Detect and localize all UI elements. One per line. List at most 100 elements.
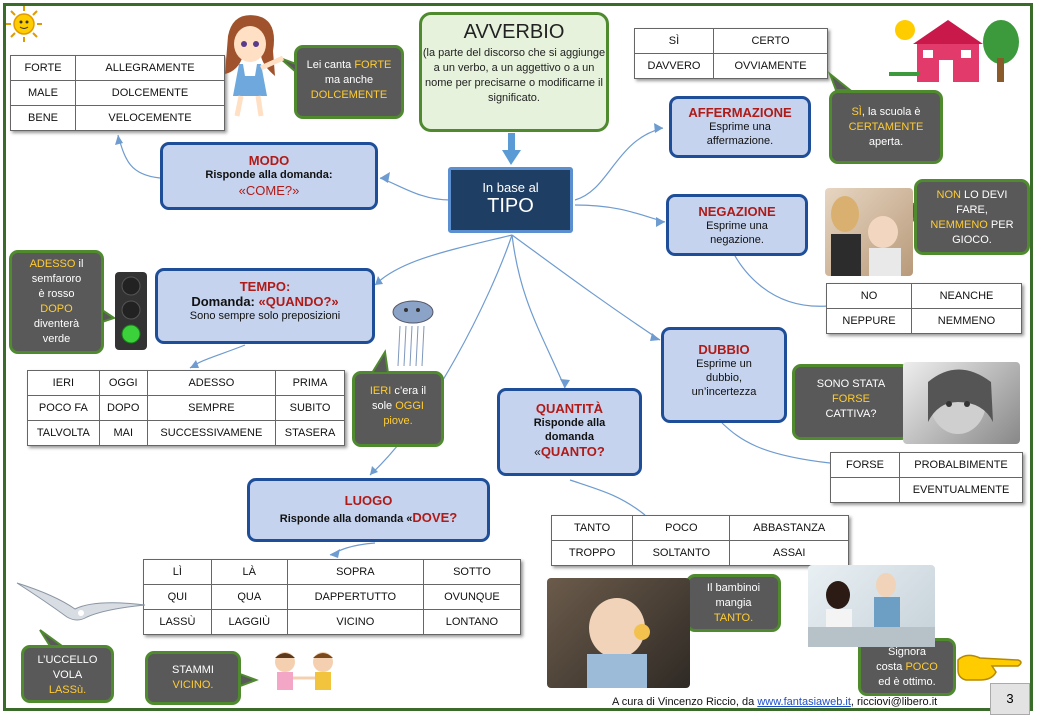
table-cell: SUCCESSIVAMENE: [146, 420, 277, 446]
bubble-text: LO DEVI: [960, 189, 1008, 201]
table-cell: OVVIAMENTE: [713, 53, 828, 79]
footer-link[interactable]: www.fantasiaweb.it: [757, 696, 851, 708]
table-cell: DOLCEMENTE: [75, 80, 225, 106]
table-cell: SOPRA: [286, 559, 424, 585]
modo-line1: Risponde alla domanda:: [205, 169, 333, 181]
photo-figures: [808, 573, 935, 647]
table-cell: QUI: [143, 584, 212, 610]
bubble-modo: Lei canta FORTE ma anche DOLCEMENTE: [294, 45, 404, 119]
center-node: In base al TIPO: [448, 167, 573, 233]
quantita-prefix: «: [534, 445, 541, 459]
center-line1: In base al: [482, 180, 539, 195]
bubble-text: L’UCCELLO: [37, 654, 98, 666]
bubble-highlight: VICINO.: [172, 679, 214, 691]
bubble-quantita2: Signora costa POCO ed è ottimo.: [858, 638, 956, 696]
bubble-highlight: FORSE: [832, 393, 870, 405]
table-cell: OGGI: [98, 370, 148, 396]
title-definition: (la parte del discorso che si aggiunge a…: [422, 47, 606, 104]
dubbio-line1: Esprime un: [696, 358, 752, 370]
tempo-question-line: Domanda: «QUANDO?»: [158, 294, 372, 309]
negazione-name: NEGAZIONE: [698, 204, 776, 219]
bubble-text: c’era il: [391, 385, 427, 397]
traffic-light-icon: [115, 272, 147, 350]
bubble-highlight: DOLCEMENTE: [310, 89, 388, 101]
bubble-text: il: [75, 258, 84, 270]
luogo-question: DOVE?: [412, 510, 458, 525]
modo-question: «COME?»: [238, 183, 300, 198]
bubble-text: semfaroro: [31, 273, 82, 285]
photo-figure: [587, 598, 650, 688]
luogo-question-line: Risponde alla domanda «DOVE?: [250, 510, 487, 525]
quantita-name: QUANTITÀ: [535, 401, 604, 416]
bubble-highlight: SÌ: [851, 106, 862, 118]
bubble-tempo2: IERI c’era il sole OGGI piove.: [352, 371, 444, 447]
table-cell: MAI: [98, 420, 148, 446]
photo-woman-child: [825, 188, 913, 276]
bubble-highlight: FORTE: [354, 59, 392, 71]
bubble-tempo: ADESSO il semfaroro è rosso DOPO divente…: [9, 250, 104, 354]
luogo-prefix: Risponde alla domanda «: [279, 513, 413, 525]
table-cell: EVENTUALMENTE: [899, 477, 1023, 503]
table-cell: VICINO: [286, 609, 424, 635]
bubble-luogo1: L’UCCELLO VOLA LASSù.: [21, 645, 114, 703]
bubble-text: ed è ottimo.: [878, 676, 936, 688]
photo-sad-girl: [903, 362, 1020, 444]
bubble-highlight: POCO: [905, 661, 938, 673]
bubble-text: GIOCO.: [952, 234, 992, 246]
table-cell: SOLTANTO: [632, 540, 731, 566]
table-row: EVENTUALMENTE: [830, 477, 1023, 503]
bubble-highlight: OGGI: [395, 400, 424, 412]
modo-name: MODO: [248, 153, 290, 168]
table-cell: LONTANO: [422, 609, 522, 635]
children-icon: [275, 652, 333, 690]
photo-figure: [928, 369, 993, 434]
bubble-text: , la scuola è: [861, 106, 921, 118]
bubble-text: CATTIVA?: [825, 408, 877, 420]
table-cell: TROPPO: [550, 540, 634, 566]
table-cell: CERTO: [713, 28, 828, 54]
dubbio-name: DUBBIO: [698, 342, 750, 357]
dubbio-line2: dubbio,: [705, 372, 743, 384]
bubble-text: Signora: [888, 646, 926, 658]
table-cell: SÌ: [634, 28, 714, 54]
table-cell: NEANCHE: [911, 283, 1022, 309]
category-affermazione: AFFERMAZIONE Esprime una affermazione.: [669, 96, 811, 158]
negazione-line1: Esprime una: [706, 220, 768, 232]
page-title: AVVERBIO: [463, 21, 565, 43]
table-cell: DAPPERTUTTO: [286, 584, 424, 610]
bubble-text: FARE,: [956, 204, 988, 216]
table-cell: ABBASTANZA: [729, 515, 849, 541]
bubble-text: Lei canta: [306, 59, 355, 71]
category-luogo: LUOGO Risponde alla domanda «DOVE?: [247, 478, 490, 542]
bubble-text: Il bambinoi: [706, 582, 761, 594]
pointing-hand-icon: [957, 654, 1022, 681]
bubble-affermazione: SÌ, la scuola è CERTAMENTE aperta.: [829, 90, 943, 164]
table-cell: PRIMA: [275, 370, 345, 396]
rain-cloud-icon: [392, 300, 434, 367]
bubble-text: VOLA: [52, 669, 83, 681]
photo-shop: [808, 565, 935, 647]
table-cell: ASSAI: [729, 540, 849, 566]
table-cell: TANTO: [550, 515, 634, 541]
category-modo: MODO Risponde alla domanda: «COME?»: [160, 142, 378, 210]
quantita-line2: domanda: [545, 431, 594, 443]
category-tempo: TEMPO: Domanda: «QUANDO?» Sono sempre so…: [155, 268, 375, 344]
bubble-text: aperta.: [868, 136, 904, 148]
category-dubbio: DUBBIO Esprime un dubbio, un’incertezza: [661, 327, 787, 423]
table-cell: DAVVERO: [634, 53, 714, 79]
table-cell: SUBITO: [275, 395, 345, 421]
table-cell: NO: [826, 283, 912, 309]
bubble-quantita: Il bambinoi mangia TANTO.: [686, 574, 781, 632]
